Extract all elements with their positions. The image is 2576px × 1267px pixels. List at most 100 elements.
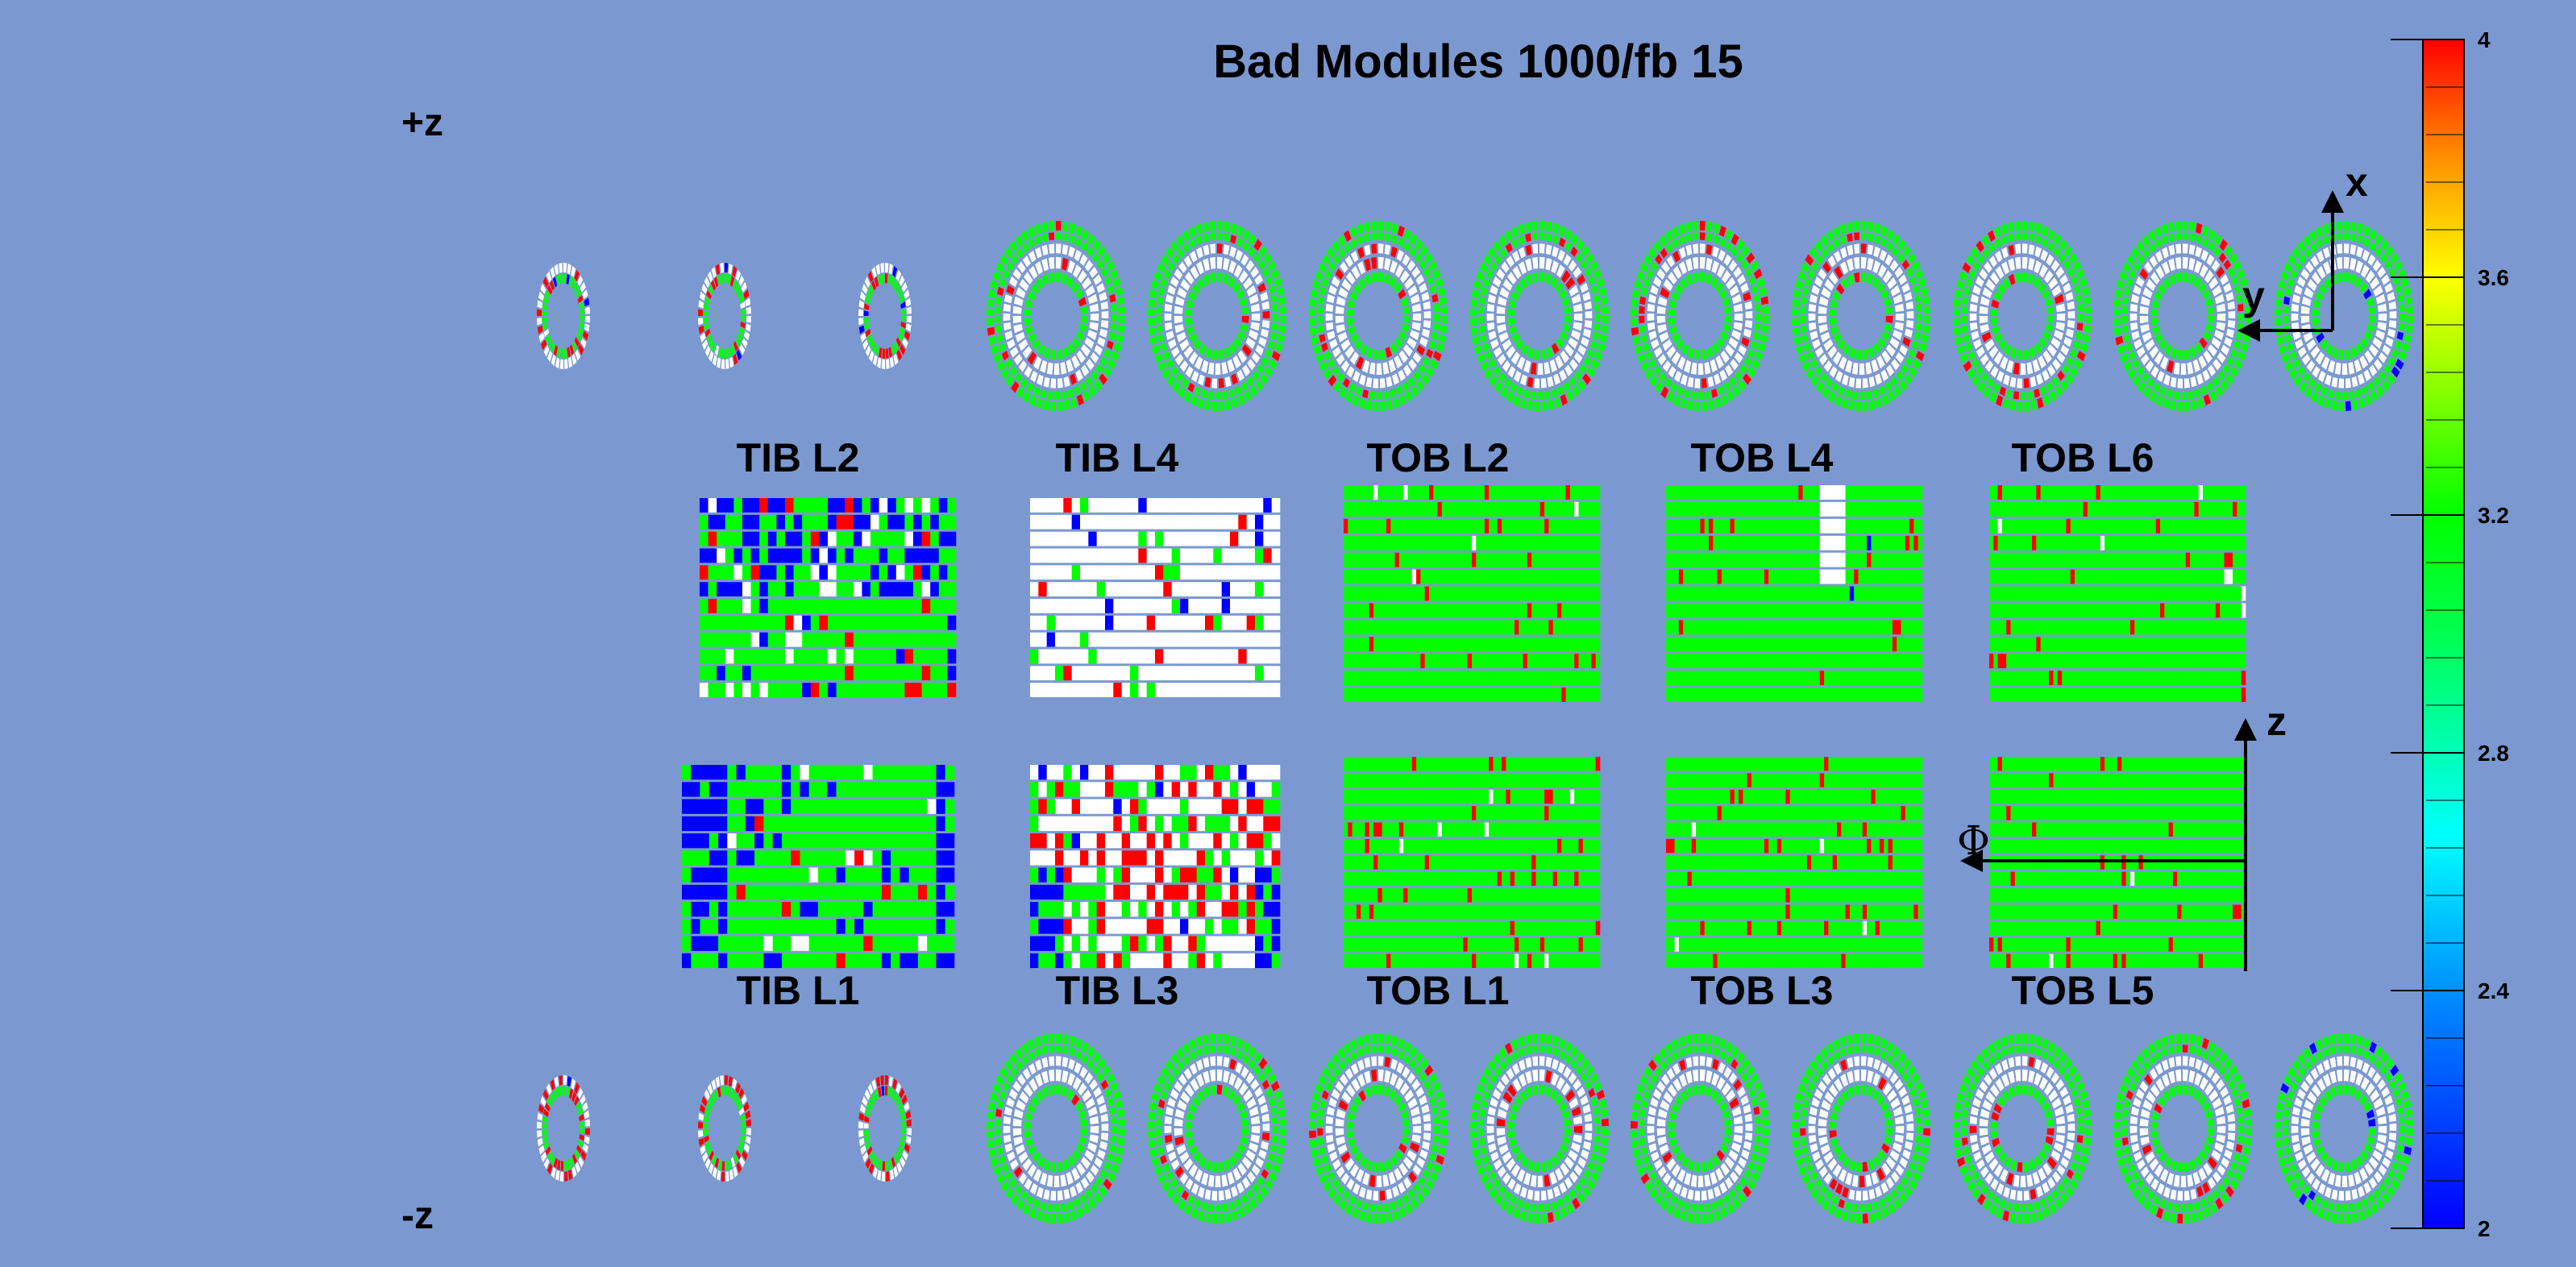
disc-module bbox=[1195, 235, 1203, 245]
disc-module bbox=[1116, 296, 1125, 305]
barrel-module bbox=[1146, 548, 1156, 563]
disc-module bbox=[1376, 392, 1382, 400]
barrel-module bbox=[853, 599, 862, 613]
disc-module bbox=[1028, 265, 1038, 280]
disc-module bbox=[1537, 392, 1544, 400]
disc-module bbox=[1419, 337, 1428, 347]
disc-module bbox=[1254, 274, 1263, 285]
disc-module bbox=[1373, 401, 1378, 411]
disc-module bbox=[1525, 222, 1531, 233]
barrel-module bbox=[1121, 531, 1131, 546]
disc-module bbox=[1276, 286, 1285, 297]
disc-module bbox=[1164, 313, 1172, 322]
disc-module bbox=[703, 310, 708, 316]
disc-module bbox=[1327, 375, 1337, 387]
disc-module bbox=[1534, 401, 1539, 411]
barrel-module bbox=[1213, 565, 1222, 580]
disc-module bbox=[1539, 1056, 1545, 1066]
disc-module bbox=[1590, 340, 1598, 350]
disc-module bbox=[1194, 386, 1201, 397]
disc-module bbox=[1923, 1128, 1930, 1136]
disc-module bbox=[1217, 256, 1223, 269]
disc-module bbox=[1237, 350, 1247, 363]
disc-module bbox=[1332, 347, 1341, 358]
disc-module bbox=[1407, 285, 1418, 297]
disc-module bbox=[1527, 347, 1535, 359]
disc-module bbox=[1693, 1056, 1699, 1066]
disc-module bbox=[1532, 272, 1539, 283]
disc-module bbox=[866, 334, 873, 343]
disc-module bbox=[1309, 318, 1316, 326]
disc-module bbox=[889, 356, 895, 368]
disc-module bbox=[1690, 391, 1697, 400]
barrel-module bbox=[725, 565, 734, 580]
disc-module bbox=[1089, 322, 1099, 331]
disc-module bbox=[2121, 305, 2128, 314]
disc-module bbox=[733, 341, 738, 352]
disc-module bbox=[1530, 362, 1537, 375]
barrel-module bbox=[1055, 548, 1064, 563]
disc-module bbox=[999, 277, 1007, 288]
disc-module bbox=[1516, 386, 1523, 397]
disc-module bbox=[1156, 1118, 1162, 1127]
disc-module bbox=[1161, 254, 1170, 266]
disc-module bbox=[1231, 373, 1238, 385]
disc-module bbox=[2022, 232, 2028, 240]
disc-module bbox=[1534, 378, 1539, 388]
disc-module bbox=[858, 300, 865, 309]
disc-module bbox=[1470, 298, 1478, 307]
disc-module bbox=[1148, 326, 1157, 336]
disc-module bbox=[1188, 351, 1198, 365]
barrel-module bbox=[1205, 531, 1214, 546]
disc-module bbox=[698, 309, 704, 316]
disc-module bbox=[1099, 373, 1107, 385]
disc-module bbox=[1203, 222, 1209, 233]
disc-module bbox=[1049, 221, 1054, 231]
barrel-module bbox=[733, 582, 743, 596]
disc-module bbox=[2067, 1123, 2075, 1132]
disc-module bbox=[1309, 1120, 1316, 1128]
disc-module bbox=[1161, 368, 1171, 380]
barrel-module bbox=[1130, 531, 1139, 546]
disc-module bbox=[1023, 391, 1031, 403]
disc-module bbox=[1050, 1213, 1056, 1223]
disc-module bbox=[1165, 293, 1174, 304]
disc-module bbox=[1258, 245, 1268, 257]
barrel-module bbox=[862, 666, 871, 681]
barrel-module bbox=[733, 649, 743, 664]
disc-module bbox=[2344, 221, 2350, 231]
disc-module bbox=[1364, 222, 1370, 233]
barrel-module bbox=[870, 649, 879, 664]
disc-module bbox=[1328, 285, 1337, 295]
disc-module bbox=[1081, 241, 1089, 252]
barrel-module bbox=[759, 498, 769, 513]
disc-module bbox=[1378, 1045, 1384, 1053]
disc-module bbox=[1564, 364, 1573, 376]
barrel-module bbox=[930, 498, 940, 513]
disc-module bbox=[1078, 297, 1086, 307]
disc-module bbox=[1338, 247, 1346, 259]
disc-module bbox=[1497, 296, 1507, 306]
disc-module bbox=[1244, 390, 1252, 402]
disc-module bbox=[1075, 289, 1084, 300]
barrel-module bbox=[1063, 498, 1072, 513]
disc-module bbox=[1725, 344, 1735, 357]
disc-module bbox=[2399, 303, 2405, 312]
disc-module bbox=[2334, 1203, 2341, 1212]
disc-module bbox=[1177, 287, 1187, 298]
barrel-module bbox=[845, 649, 854, 664]
disc-module bbox=[1271, 1135, 1278, 1144]
disc-module bbox=[1398, 289, 1406, 300]
disc-module bbox=[1525, 273, 1533, 285]
disc-module bbox=[864, 276, 870, 289]
disc-module bbox=[1111, 303, 1117, 312]
disc-module bbox=[1063, 376, 1070, 388]
disc-module bbox=[1690, 1203, 1697, 1212]
barrel-module bbox=[836, 514, 846, 530]
disc-module bbox=[1647, 303, 1656, 312]
disc-module bbox=[1318, 296, 1325, 305]
disc-module bbox=[1217, 243, 1223, 254]
disc-module bbox=[1488, 247, 1497, 259]
disc-module bbox=[1647, 313, 1655, 322]
barrel-module bbox=[828, 498, 837, 513]
